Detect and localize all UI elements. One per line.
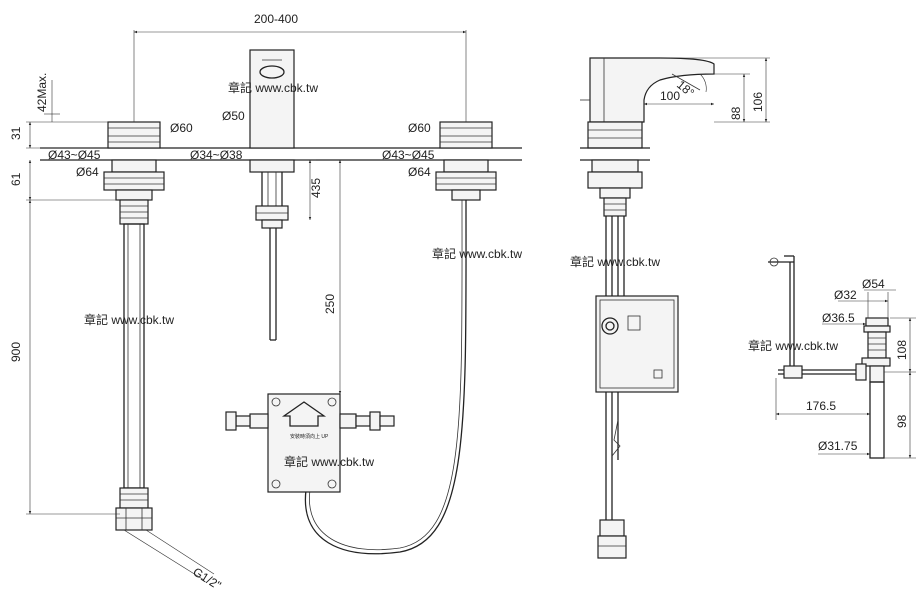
dim-dia64-left: Ø64 [76, 165, 99, 179]
watermark: 章記 www.cbk.tw [432, 246, 522, 261]
dim-88: 88 [729, 106, 743, 120]
drain-view [768, 255, 891, 459]
dim-108: 108 [895, 340, 909, 360]
watermark: 章記 www.cbk.tw [570, 254, 660, 269]
left-handle [103, 121, 165, 201]
side-view [580, 57, 715, 559]
dim-dia365: Ø36.5 [822, 311, 855, 325]
left-supply-hose [115, 199, 153, 531]
dim-dia43-right: Ø43~Ø45 [382, 148, 435, 162]
dim-1765: 176.5 [806, 399, 836, 413]
dim-106: 106 [751, 92, 765, 112]
center-spout [249, 49, 295, 341]
drain-dimensions: Ø32 Ø54 Ø36.5 108 98 176.5 Ø31.75 [775, 277, 916, 459]
control-box: 安裝時須向上 UP [225, 393, 395, 493]
watermark: 章記 www.cbk.tw [84, 312, 174, 327]
dim-61: 61 [9, 172, 23, 186]
dim-dia3175: Ø31.75 [818, 439, 858, 453]
dim-250: 250 [323, 294, 337, 314]
dim-dia64-right: Ø64 [408, 165, 431, 179]
dim-dia50: Ø50 [222, 109, 245, 123]
dim-435: 435 [309, 178, 323, 198]
dim-dia60-right: Ø60 [408, 121, 431, 135]
dim-900: 900 [9, 342, 23, 362]
dim-dia34: Ø34~Ø38 [190, 148, 243, 162]
watermark: 章記 www.cbk.tw [748, 338, 838, 353]
dim-dia43-left: Ø43~Ø45 [48, 148, 101, 162]
front-view: 安裝時須向上 UP [40, 49, 522, 555]
front-dimensions: 200-400 31 61 900 42Max. Ø60 Ø43~Ø45 Ø64… [9, 12, 467, 593]
dim-dia54: Ø54 [862, 277, 885, 291]
watermark: 章記 www.cbk.tw [284, 454, 374, 469]
dim-dia60-left: Ø60 [170, 121, 193, 135]
watermarks: 章記 www.cbk.tw 章記 www.cbk.tw 章記 www.cbk.t… [84, 80, 838, 469]
dim-thread: G1/2" [190, 565, 223, 593]
dim-dia32: Ø32 [834, 288, 857, 302]
right-handle [435, 121, 497, 201]
watermark: 章記 www.cbk.tw [228, 80, 318, 95]
dim-span: 200-400 [254, 12, 298, 26]
dim-98: 98 [895, 414, 909, 428]
sensor-cable [304, 199, 467, 555]
dim-31: 31 [9, 126, 23, 140]
dim-100: 100 [660, 89, 680, 103]
box-label: 安裝時須向上 UP [290, 433, 329, 440]
dim-42max: 42Max. [35, 73, 49, 112]
